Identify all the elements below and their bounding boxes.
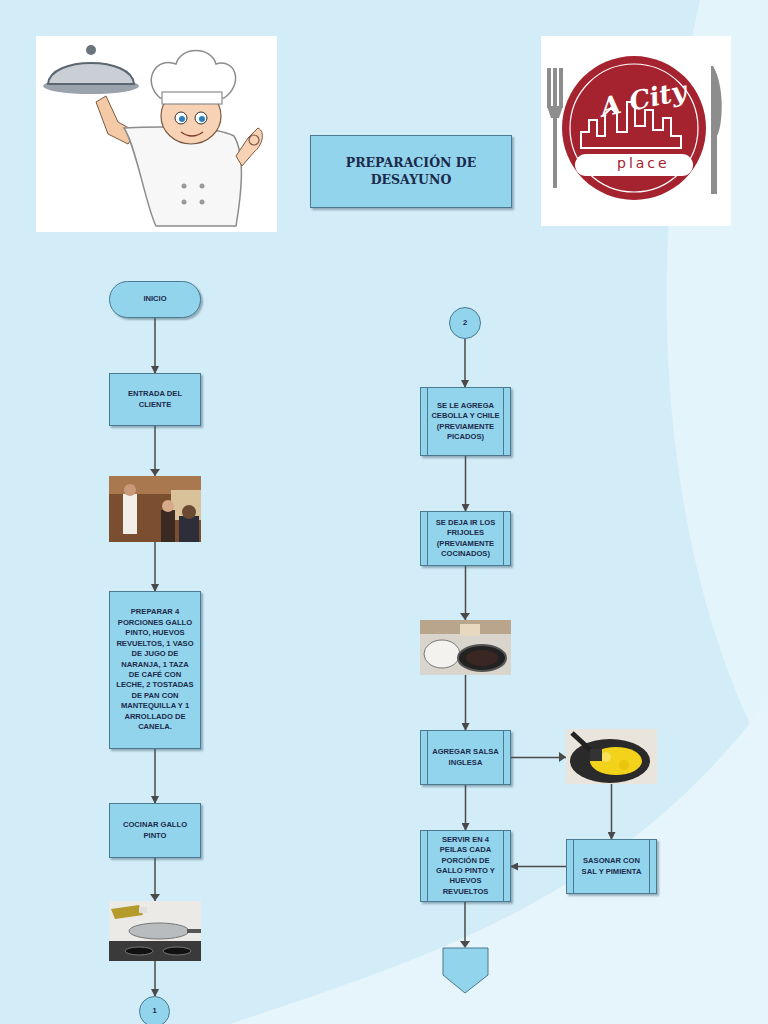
process-bar xyxy=(427,388,428,455)
flow-arrow xyxy=(154,749,156,803)
node-text: PREPARAR 4 PORCIONES GALLO PINTO, HUEVOS… xyxy=(110,607,200,733)
process-box: PREPARAR 4 PORCIONES GALLO PINTO, HUEVOS… xyxy=(109,591,201,749)
process-bar xyxy=(503,731,504,784)
flow-arrow xyxy=(154,858,156,996)
node-text: 2 xyxy=(463,318,467,328)
node-text: INICIO xyxy=(143,294,166,304)
flow-arrow xyxy=(154,426,156,591)
process-bar xyxy=(427,731,428,784)
flow-arrow xyxy=(465,785,467,830)
process-bar xyxy=(427,831,428,901)
title-box: PREPARACIÓN DE DESAYUNO xyxy=(310,135,512,208)
terminal-pill: INICIO xyxy=(109,281,201,318)
node-text: AGREGAR SALSA INGLESA xyxy=(421,747,510,768)
chef-illustration xyxy=(36,36,277,232)
restaurant-photo xyxy=(109,476,201,542)
stove-photo xyxy=(109,901,201,961)
node-text: 1 xyxy=(152,1006,156,1016)
restaurant-logo xyxy=(541,36,731,226)
connector-circle: 2 xyxy=(449,307,481,339)
frying-photo xyxy=(420,620,511,675)
node-text: SERVIR EN 4 PEILAS CADA PORCIÓN DE GALLO… xyxy=(421,835,510,898)
process-bar xyxy=(503,831,504,901)
flow-arrow xyxy=(511,758,612,840)
node-text: SE LE AGREGA CEBOLLA Y CHILE (PREVIAMENT… xyxy=(421,401,510,443)
process-bar xyxy=(503,512,504,565)
process-bar xyxy=(649,840,650,893)
predefined-process-box: SE LE AGREGA CEBOLLA Y CHILE (PREVIAMENT… xyxy=(420,387,511,456)
flow-arrow xyxy=(154,318,156,373)
process-bar xyxy=(427,512,428,565)
node-text: SE DEJA IR LOS FRIJOLES (PREVIAMENTE COC… xyxy=(421,518,510,560)
process-box: COCINAR GALLO PINTO xyxy=(109,803,201,858)
eggs-photo xyxy=(566,729,657,784)
process-box: ENTRADA DEL CLIENTE xyxy=(109,373,201,426)
process-bar xyxy=(573,840,574,893)
process-bar xyxy=(503,388,504,455)
node-text: SASONAR CON SAL Y PIMIENTA xyxy=(567,856,656,877)
node-text: ENTRADA DEL CLIENTE xyxy=(110,389,200,410)
predefined-process-box: SASONAR CON SAL Y PIMIENTA xyxy=(566,839,657,894)
flow-arrow xyxy=(511,866,566,868)
predefined-process-box: SERVIR EN 4 PEILAS CADA PORCIÓN DE GALLO… xyxy=(420,830,511,902)
flow-arrow xyxy=(465,566,467,730)
flow-arrow xyxy=(465,456,467,511)
node-text: COCINAR GALLO PINTO xyxy=(110,820,200,841)
connector-circle: 1 xyxy=(139,996,170,1024)
logo-text: place xyxy=(617,155,670,171)
predefined-process-box: SE DEJA IR LOS FRIJOLES (PREVIAMENTE COC… xyxy=(420,511,511,566)
predefined-process-box: AGREGAR SALSA INGLESA xyxy=(420,730,511,785)
title-text: PREPARACIÓN DE DESAYUNO xyxy=(311,155,511,189)
flow-arrow xyxy=(464,339,466,387)
